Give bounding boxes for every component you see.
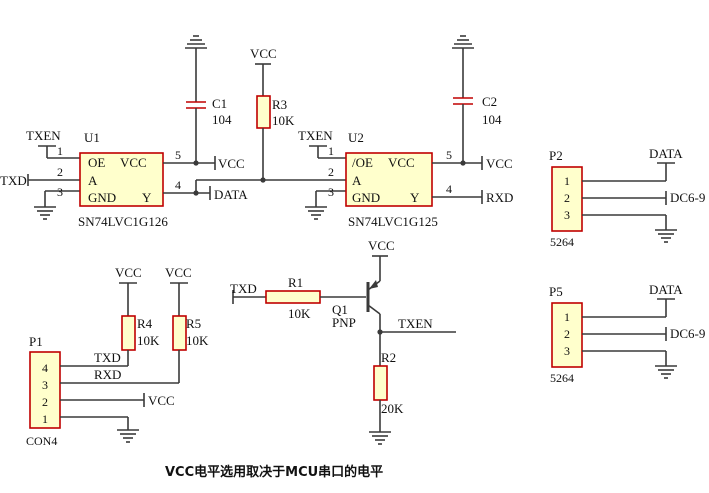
r1-value: 10K: [288, 306, 311, 321]
p1-txd-label: TXD: [94, 350, 121, 365]
p2-part: 5264: [550, 235, 574, 249]
u1-part: SN74LVC1G126: [78, 214, 168, 229]
p5-connector: P5 1 2 3 5264 DATA DC6-9: [549, 282, 705, 385]
q1-vcc-label: VCC: [368, 238, 395, 253]
q1-type: PNP: [332, 315, 356, 330]
p1-rxd-label: RXD: [94, 367, 121, 382]
u2-pin2: 2: [328, 165, 334, 179]
r3-circuit: VCC R3 10K: [196, 46, 346, 183]
p1-vcc-label: VCC: [148, 393, 175, 408]
u1-pin5: 5: [175, 148, 181, 162]
u1-txen-label: TXEN: [26, 128, 61, 143]
u2-vcc-pin: VCC: [388, 155, 415, 170]
u1-data-label: DATA: [214, 187, 248, 202]
p2-pin3: 3: [564, 208, 570, 222]
p1-ref: P1: [29, 334, 43, 349]
u2-circuit: TXEN 1 2 3 U2 /OE VCC A GND Y SN74LVC1G1…: [298, 35, 513, 229]
r5-ref: R5: [186, 316, 201, 331]
c1-ref: C1: [212, 96, 227, 111]
p2-pin2: 2: [564, 191, 570, 205]
p5-ref: P5: [549, 284, 563, 299]
u2-pin4: 4: [446, 182, 452, 196]
r2-resistor: [373, 365, 388, 401]
u1-a: A: [88, 173, 98, 188]
p1-pin4: 4: [42, 361, 48, 375]
r4-value: 10K: [137, 333, 160, 348]
p5-body: [551, 302, 583, 368]
p1-connector: P1 4 3 2 1 CON4 VCC R4 10K VCC R5 10K TX…: [26, 265, 209, 448]
u1-circuit: TXEN 1 TXD 2 3 U1 OE VCC A GND Y SN74LVC…: [0, 35, 248, 229]
u2-pin3: 3: [328, 185, 334, 199]
c1-value: 104: [212, 112, 232, 127]
u1-pin1: 1: [57, 144, 63, 158]
u1-oe: OE: [88, 155, 105, 170]
p2-body: [551, 166, 583, 232]
r5-vcc-label: VCC: [165, 265, 192, 280]
r4-vcc-label: VCC: [115, 265, 142, 280]
p2-data-label: DATA: [649, 146, 683, 161]
p1-pin2: 2: [42, 395, 48, 409]
u1-pin3: 3: [57, 185, 63, 199]
u1-pin4: 4: [175, 178, 181, 192]
u2-pin1: 1: [328, 144, 334, 158]
u1-ref: U1: [84, 130, 100, 145]
p2-dc-label: DC6-9: [670, 190, 705, 205]
r1-ref: R1: [288, 275, 303, 290]
r3-ref: R3: [272, 97, 287, 112]
u1-pin2: 2: [57, 165, 63, 179]
p1-part: CON4: [26, 434, 57, 448]
u2-gnd: GND: [352, 190, 380, 205]
u1-y: Y: [142, 190, 152, 205]
p5-part: 5264: [550, 371, 574, 385]
r5-value: 10K: [186, 333, 209, 348]
u2-vcc-label: VCC: [486, 156, 513, 171]
u1-txd-label: TXD: [0, 173, 27, 188]
u2-ref: U2: [348, 130, 364, 145]
r3-resistor: [256, 95, 271, 129]
u1-chip: [79, 152, 164, 207]
p1-body: [29, 351, 61, 429]
u1-gnd: GND: [88, 190, 116, 205]
r4-ref: R4: [137, 316, 153, 331]
u2-part: SN74LVC1G125: [348, 214, 438, 229]
q1-txen-label: TXEN: [398, 316, 433, 331]
p5-data-label: DATA: [649, 282, 683, 297]
p5-pin2: 2: [564, 327, 570, 341]
u1-vcc-pin: VCC: [120, 155, 147, 170]
u2-y: Y: [410, 190, 420, 205]
q1-circuit: TXD R1 10K Q1 PNP VCC TXEN R2 20K: [230, 238, 456, 445]
c2-value: 104: [482, 112, 502, 127]
q1-txd-label: TXD: [230, 281, 257, 296]
u2-txen-label: TXEN: [298, 128, 333, 143]
r3-vcc-label: VCC: [250, 46, 277, 61]
u2-rxd-label: RXD: [486, 190, 513, 205]
r2-ref: R2: [381, 350, 396, 365]
u2-oe: /OE: [352, 155, 373, 170]
u2-pin5: 5: [446, 148, 452, 162]
p1-pin1: 1: [42, 412, 48, 426]
p5-dc-label: DC6-9: [670, 326, 705, 341]
r1-resistor: [265, 290, 321, 304]
p2-ref: P2: [549, 148, 563, 163]
c2-ref: C2: [482, 94, 497, 109]
p2-pin1: 1: [564, 174, 570, 188]
r3-value: 10K: [272, 113, 295, 128]
p5-pin1: 1: [564, 310, 570, 324]
u2-a: A: [352, 173, 362, 188]
u1-vcc-label: VCC: [218, 156, 245, 171]
r5-resistor: [172, 315, 187, 351]
p1-pin3: 3: [42, 378, 48, 392]
p2-connector: P2 1 2 3 5264 DATA DC6-9: [549, 146, 705, 249]
q1-ref: Q1: [332, 302, 348, 317]
r4-resistor: [121, 315, 136, 351]
p5-pin3: 3: [564, 344, 570, 358]
u2-chip: [345, 152, 433, 207]
r2-value: 20K: [381, 401, 404, 416]
caption: VCC电平选用取决于MCU串口的电平: [165, 464, 383, 480]
